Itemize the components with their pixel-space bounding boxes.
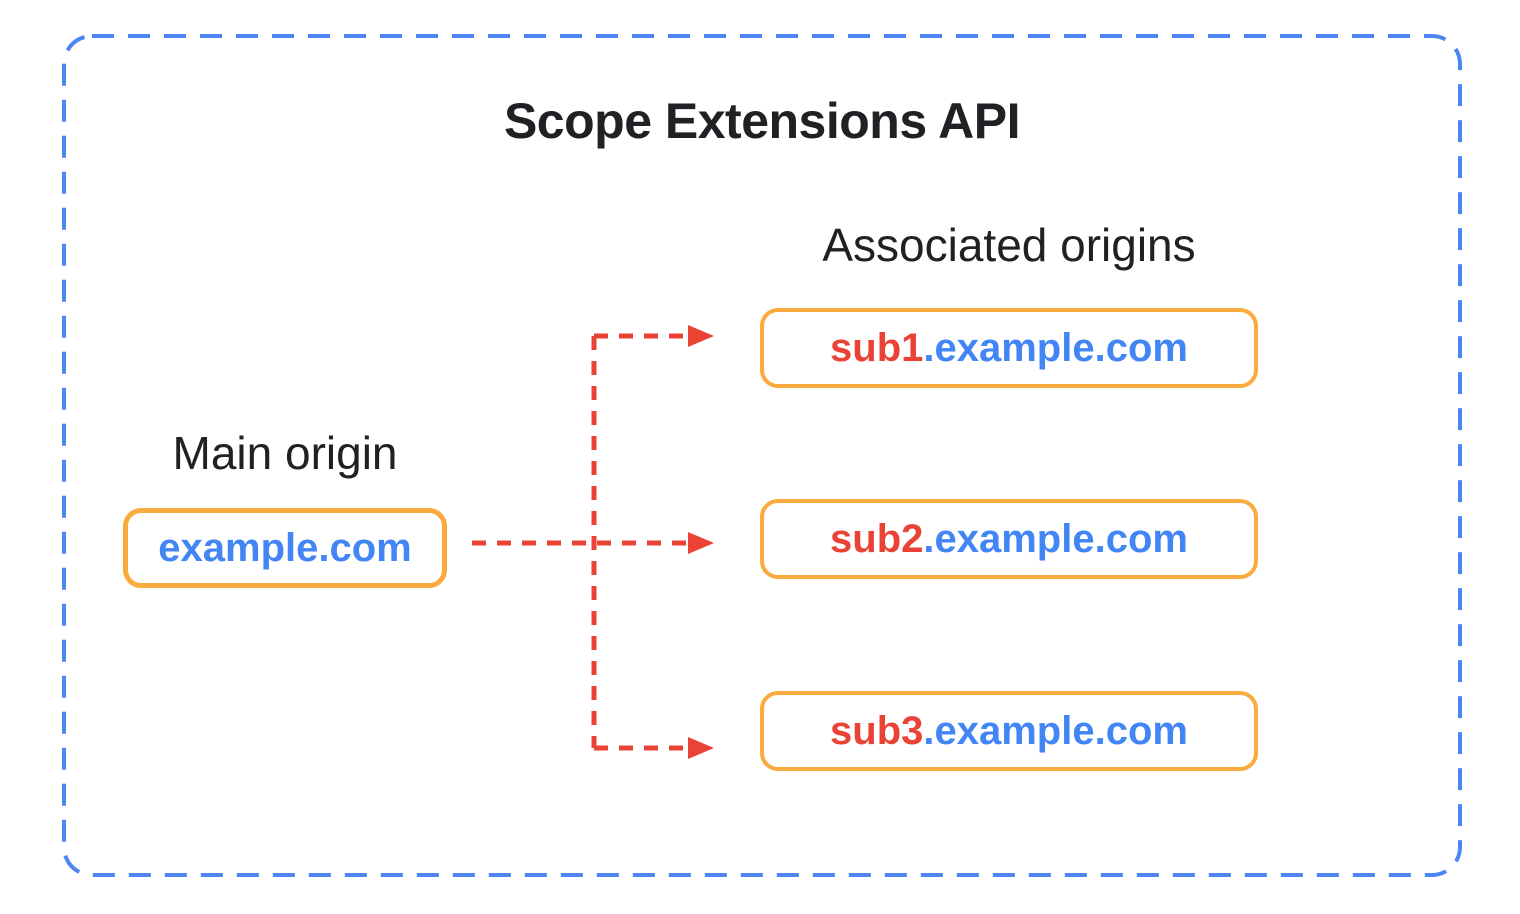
associated-origin-box-sub1: sub1.example.com [760,308,1258,388]
arrowhead-icon [688,532,714,554]
domain-suffix-text: .example.com [923,516,1188,561]
associated-origins-label: Associated origins [822,219,1196,271]
associated-origin-box-sub2: sub2.example.com [760,499,1258,579]
diagram-title: Scope Extensions API [503,93,1021,149]
main-origin-domain: example.com [158,525,412,570]
subdomain-text: sub1 [830,325,924,370]
subdomain-text: sub3 [830,708,924,753]
arrowhead-icon [688,325,714,347]
arrowhead-icon [688,737,714,759]
subdomain-text: sub2 [830,516,924,561]
domain-suffix-text: .example.com [923,708,1188,753]
main-origin-box: example.com [123,508,447,588]
domain-suffix-text: .example.com [923,325,1188,370]
main-origin-label: Main origin [172,427,398,479]
outer-dashed-border [62,34,1462,877]
associated-origin-box-sub3: sub3.example.com [760,691,1258,771]
